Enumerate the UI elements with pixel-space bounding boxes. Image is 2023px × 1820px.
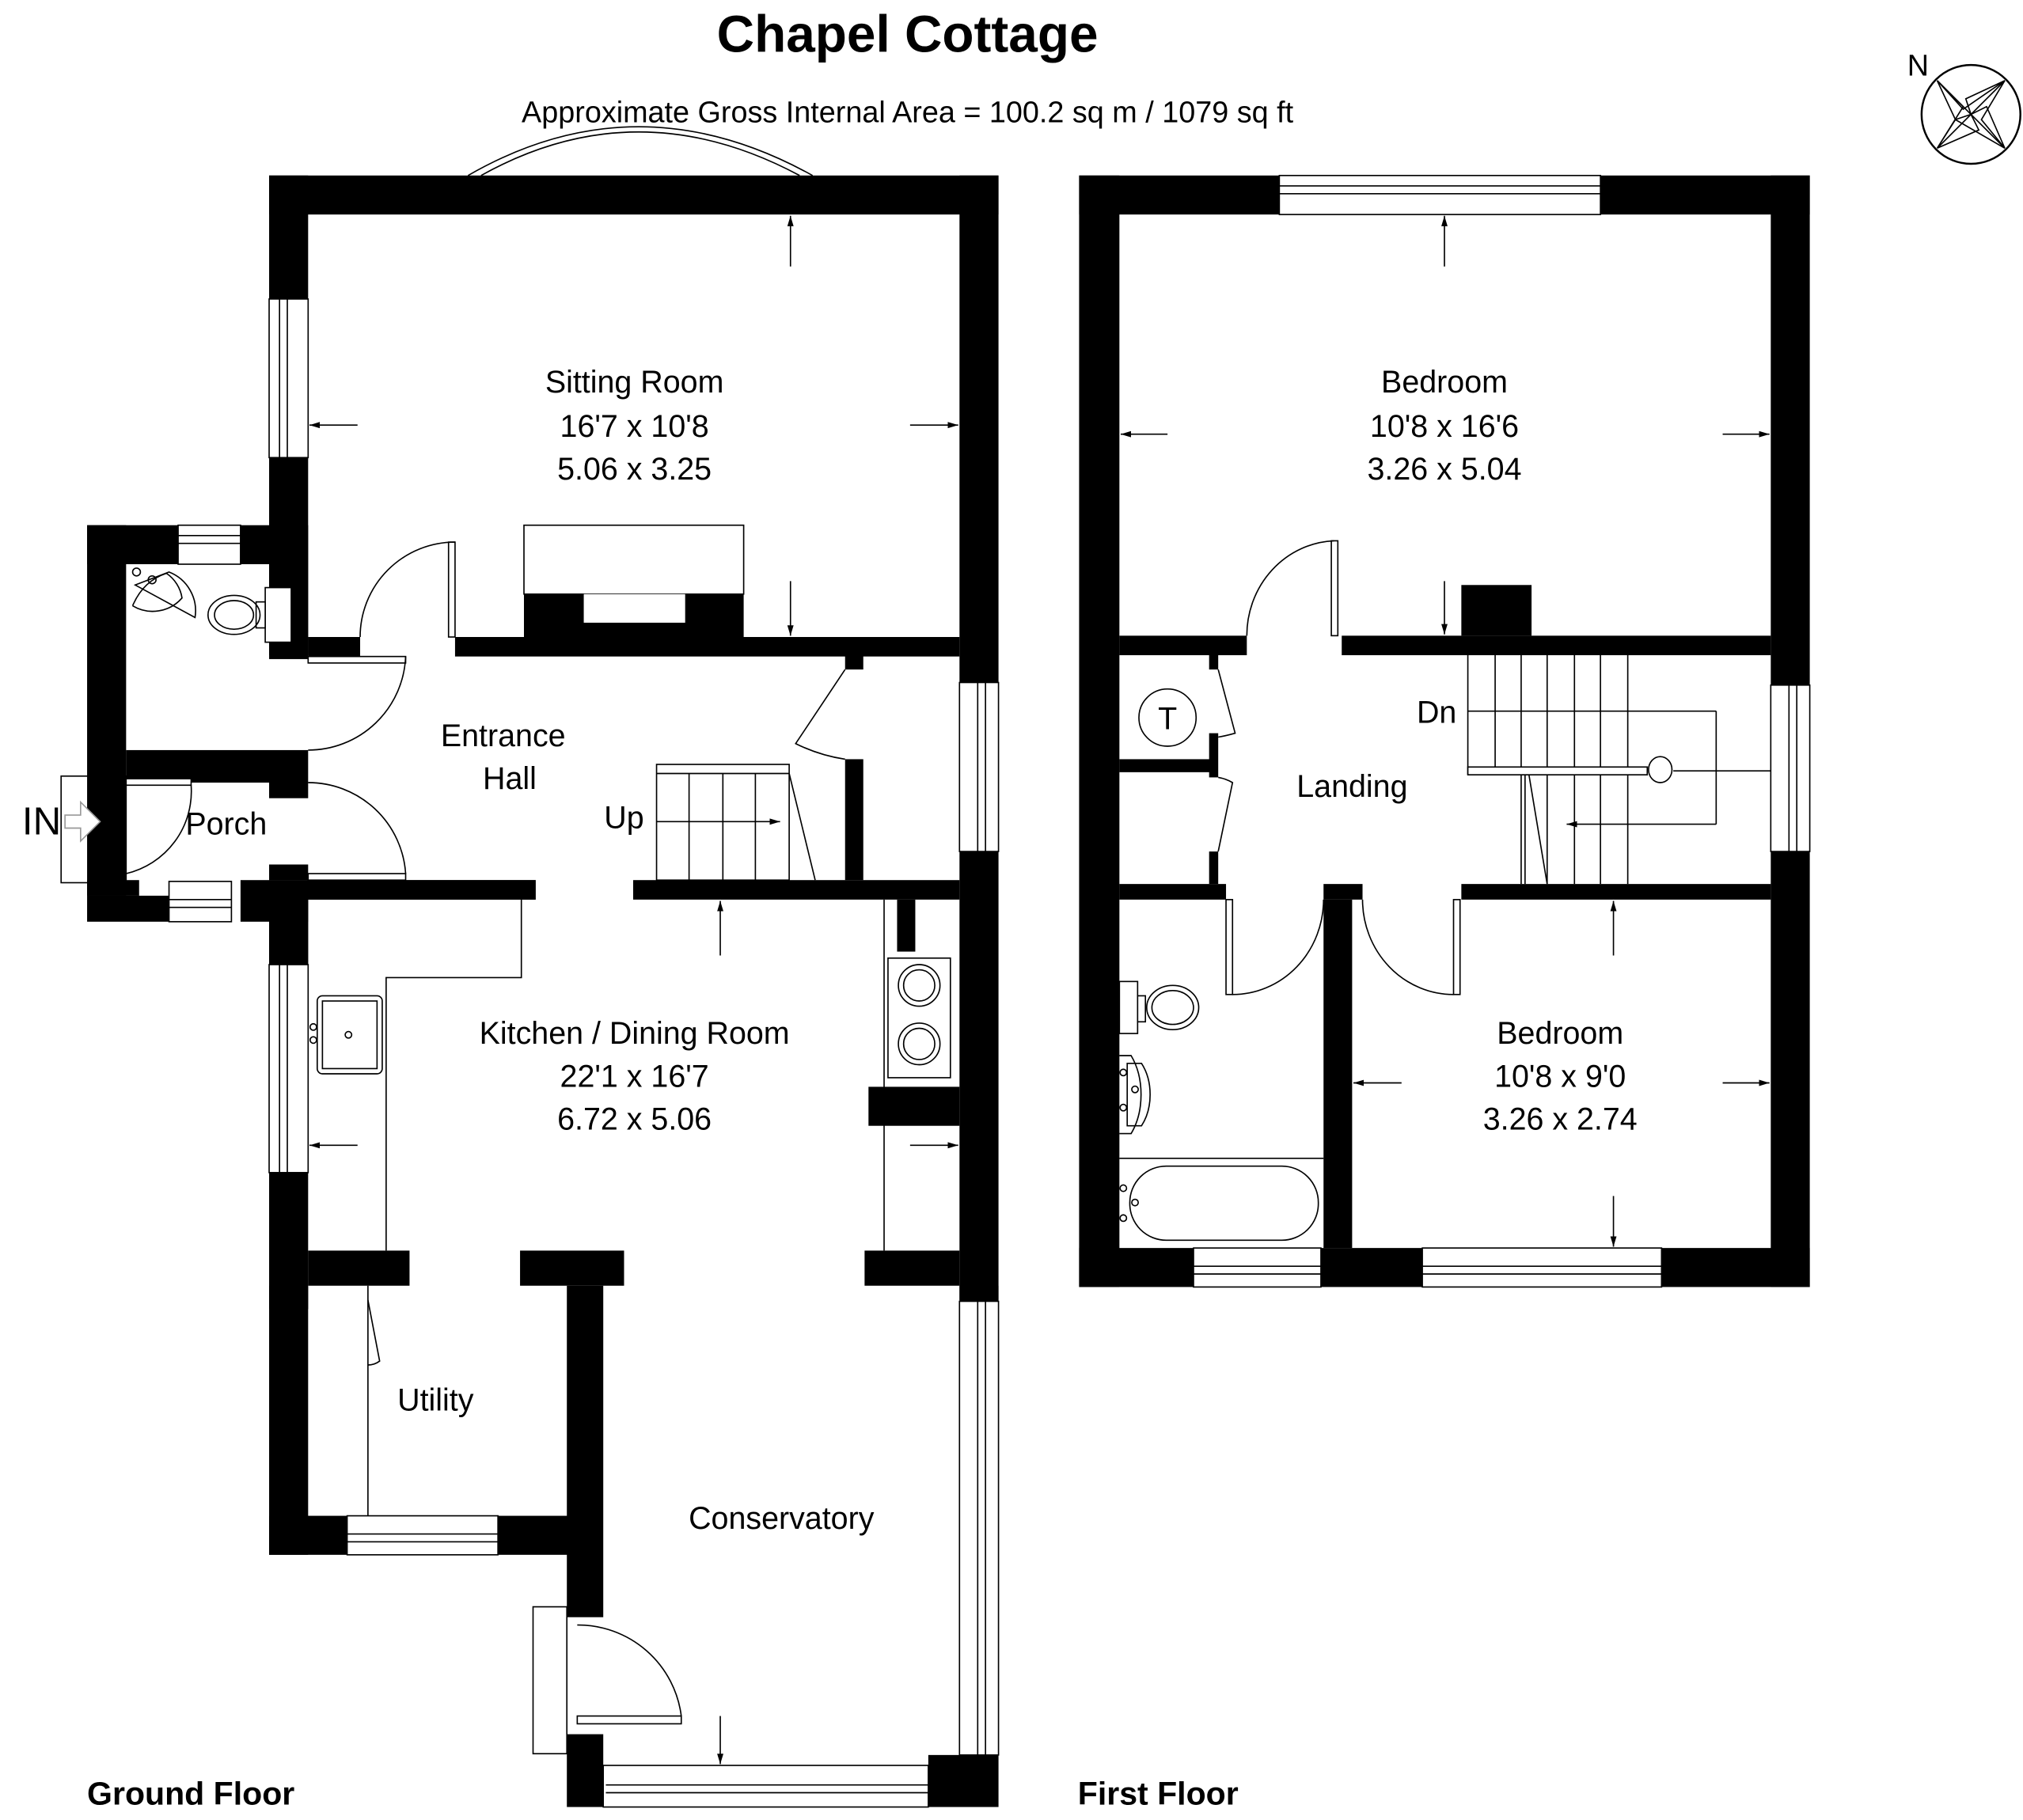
compass-rose-icon	[1920, 63, 2021, 165]
bedroom1-imperial: 10'8 x 16'6	[1370, 409, 1519, 444]
stairs-down-label: Dn	[1417, 695, 1456, 730]
stairs-up-label: Up	[604, 800, 643, 835]
ground-floor-label: Ground Floor	[87, 1775, 294, 1811]
first-floor-label: First Floor	[1078, 1775, 1239, 1811]
plan-title: Chapel Cottage	[717, 6, 1099, 63]
first-floor-plan	[1079, 174, 1811, 1288]
porch-name: Porch	[185, 807, 267, 842]
hall-name-line1: Entrance	[441, 719, 566, 753]
conservatory-name: Conservatory	[689, 1501, 875, 1536]
cylinder-label: T	[1158, 702, 1177, 737]
kitchen-imperial: 22'1 x 16'7	[560, 1059, 709, 1094]
sitting-room-imperial: 16'7 x 10'8	[560, 409, 709, 444]
ground-floor-stairs	[655, 764, 816, 882]
gross-area: Approximate Gross Internal Area = 100.2 …	[522, 96, 1294, 129]
bedroom1-metric: 3.26 x 5.04	[1368, 452, 1522, 487]
landing-name: Landing	[1296, 769, 1407, 804]
hall-name-line2: Hall	[483, 761, 537, 796]
first-floor-stairs	[1467, 655, 1771, 885]
kitchen-metric: 6.72 x 5.06	[557, 1102, 712, 1137]
north-label: N	[1907, 49, 1929, 82]
kitchen-name: Kitchen / Dining Room	[480, 1016, 790, 1051]
bedroom1-name: Bedroom	[1381, 365, 1508, 400]
ground-floor-plan	[60, 126, 1000, 1808]
bedroom2-metric: 3.26 x 2.74	[1483, 1102, 1638, 1137]
utility-name: Utility	[397, 1382, 474, 1417]
sitting-room-name: Sitting Room	[545, 365, 724, 400]
sitting-room-metric: 5.06 x 3.25	[557, 452, 712, 487]
bedroom2-imperial: 10'8 x 9'0	[1494, 1059, 1626, 1094]
bedroom2-name: Bedroom	[1497, 1016, 1623, 1051]
entrance-label: IN	[22, 800, 61, 844]
entry-arrow-icon	[64, 800, 101, 843]
